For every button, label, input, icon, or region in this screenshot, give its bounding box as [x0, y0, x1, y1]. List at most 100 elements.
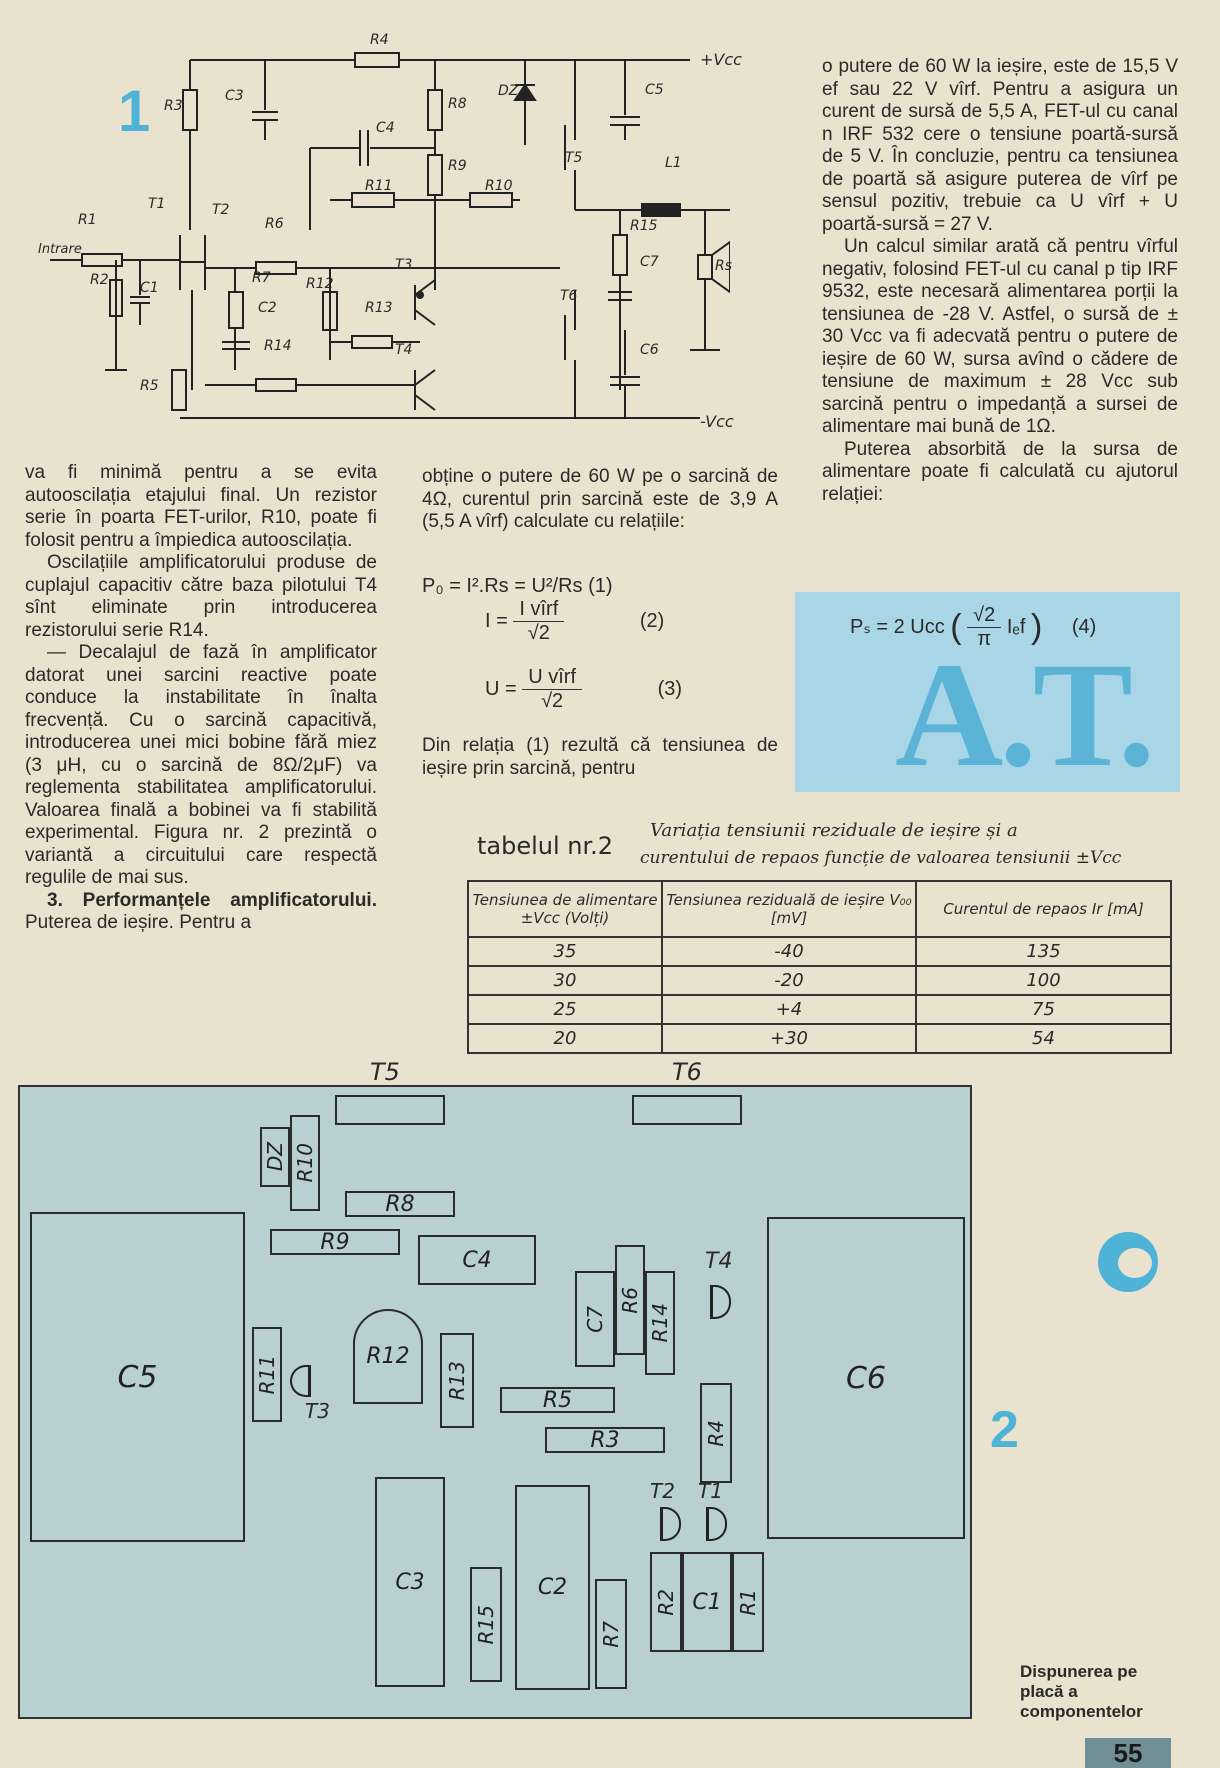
formula-3-lhs: U = [485, 677, 517, 700]
col3-paragraph-2: Un calcul similar arată că pentru vîrful… [822, 236, 1178, 437]
pcb-board: DZ R10 R8 R9 C4 T4 C7 R6 R14 C5 R11 T3 R… [18, 1085, 972, 1719]
comp-c7: C7 [575, 1271, 615, 1367]
label-r14: R14 [264, 338, 292, 354]
formula-2: I = I vîrf√2 (2) [485, 598, 664, 645]
label-intrare: Intrare [38, 242, 82, 257]
label-r3: R3 [164, 98, 183, 114]
table-cell: 20 [467, 1023, 663, 1054]
label-dz: DZ [498, 83, 519, 99]
table-header: Curentul de repaos Ir [mA] [915, 880, 1172, 938]
formula-3-tag: (3) [657, 677, 683, 700]
table-cell: +30 [661, 1023, 917, 1054]
label-t3: T3 [395, 257, 413, 273]
figure1-schematic [50, 52, 730, 419]
label-t4: T4 [705, 1249, 733, 1274]
table-cell: +4 [661, 994, 917, 1025]
table-caption-line-2: curentului de repaos funcție de valoarea… [640, 848, 1122, 868]
label-vcc-pos: +Vcc [700, 50, 742, 69]
label-r12: R12 [306, 276, 334, 292]
comp-r11: R11 [252, 1327, 282, 1422]
label-t2: T2 [212, 202, 230, 218]
label-r7: R7 [252, 270, 271, 286]
formula-3-numerator: U vîrf [522, 666, 583, 690]
table-caption-line-1: Variația tensiunii reziduale de ieșire ș… [650, 820, 1018, 841]
label-t3: T3 [305, 1399, 330, 1423]
col2-paragraph-2: Din relația (1) rezultă că tensiunea de … [422, 735, 778, 779]
formula-4-rest: Iₑf [1006, 615, 1026, 638]
label-vcc-neg: -Vcc [700, 412, 734, 431]
text-column-3: o putere de 60 W la ieșire, este de 15,5… [822, 56, 1178, 506]
col1-paragraph-3: — Decalajul de fază în amplificator dato… [25, 642, 377, 888]
label-t4: T4 [395, 342, 413, 358]
table-cell: -40 [661, 936, 917, 967]
table-header: Tensiunea de alimentare ±Vcc (Volți) [467, 880, 663, 938]
transistor-t4 [710, 1285, 731, 1319]
transistor-t1 [706, 1507, 727, 1541]
formula-4-denominator: π [977, 628, 992, 650]
section-heading: 3. Performanțele amplificatorului. [47, 889, 377, 911]
comp-r3: R3 [545, 1427, 665, 1453]
label-r4: R4 [370, 32, 389, 48]
label-r13: R13 [365, 300, 393, 316]
comp-c6: C6 [767, 1217, 965, 1539]
formula-2-numerator: I vîrf [513, 598, 565, 622]
label-r1: R1 [78, 212, 97, 228]
comp-r1: R1 [732, 1552, 764, 1652]
table-cell: 54 [915, 1023, 1172, 1054]
formula-4-numerator: √2 [967, 604, 1002, 628]
page-number: 55 [1085, 1738, 1171, 1768]
table-header: Tensiunea reziduală de ieșire V₀₀ [mV] [661, 880, 917, 938]
transistor-t3 [290, 1365, 311, 1397]
formula-1: P₀ = I².Rs = U²/Rs (1) [422, 575, 613, 597]
label-rs: Rs [715, 258, 733, 274]
comp-r5: R5 [500, 1387, 615, 1413]
data-table: Tensiunea de alimentare ±Vcc (Volți) Ten… [467, 880, 1172, 1054]
table-cell: 135 [915, 936, 1172, 967]
comp-c3: C3 [375, 1477, 445, 1687]
label-t6: T6 [560, 288, 578, 304]
comp-t5 [335, 1095, 445, 1125]
comp-c5: C5 [30, 1212, 245, 1542]
table-cell: 30 [467, 965, 663, 996]
table-cell: 25 [467, 994, 663, 1025]
formula-2-denominator: √2 [527, 622, 550, 644]
label-c5: C5 [645, 82, 664, 98]
col1-paragraph-1: va fi minimă pentru a se evita autooscil… [25, 462, 377, 551]
comp-r2: R2 [650, 1552, 682, 1652]
label-c2: C2 [258, 300, 277, 316]
label-l1: L1 [665, 155, 682, 171]
label-r5: R5 [140, 378, 159, 394]
label-r10: R10 [485, 178, 513, 194]
formula-3: U = U vîrf√2 (3) [485, 666, 682, 713]
col3-paragraph-1: o putere de 60 W la ieșire, este de 15,5… [822, 56, 1178, 235]
figure2-number: 2 [990, 1401, 1019, 1459]
label-c6: C6 [640, 342, 659, 358]
comp-r4: R4 [700, 1383, 732, 1483]
magazine-logo: A.T. [895, 632, 1155, 798]
nav-icon-inner [1118, 1248, 1152, 1278]
table-cell: -20 [661, 965, 917, 996]
comp-r9: R9 [270, 1229, 400, 1255]
transistor-t2 [660, 1507, 681, 1541]
comp-r6: R6 [615, 1245, 645, 1355]
label-t5: T5 [565, 150, 583, 166]
comp-r8: R8 [345, 1191, 455, 1217]
formula-3-denominator: √2 [541, 690, 564, 712]
comp-r13: R13 [440, 1333, 474, 1428]
board-label-t5: T5 [370, 1058, 400, 1086]
formula-2-lhs: I = [485, 609, 508, 632]
comp-c1: C1 [682, 1552, 732, 1652]
label-t1: T1 [148, 196, 166, 212]
label-c1: C1 [140, 280, 159, 296]
comp-r12: R12 [353, 1309, 423, 1404]
figure2-caption: Dispunerea pe placă a componentelor [1020, 1662, 1143, 1721]
formula-4-lhs: Pₛ = 2 Ucc [850, 615, 945, 638]
text-column-2: obține o putere de 60 W pe o sarcină de … [422, 466, 778, 534]
label-r2: R2 [90, 272, 109, 288]
table-label: tabelul nr.2 [477, 832, 614, 860]
label-c4: C4 [376, 120, 395, 136]
